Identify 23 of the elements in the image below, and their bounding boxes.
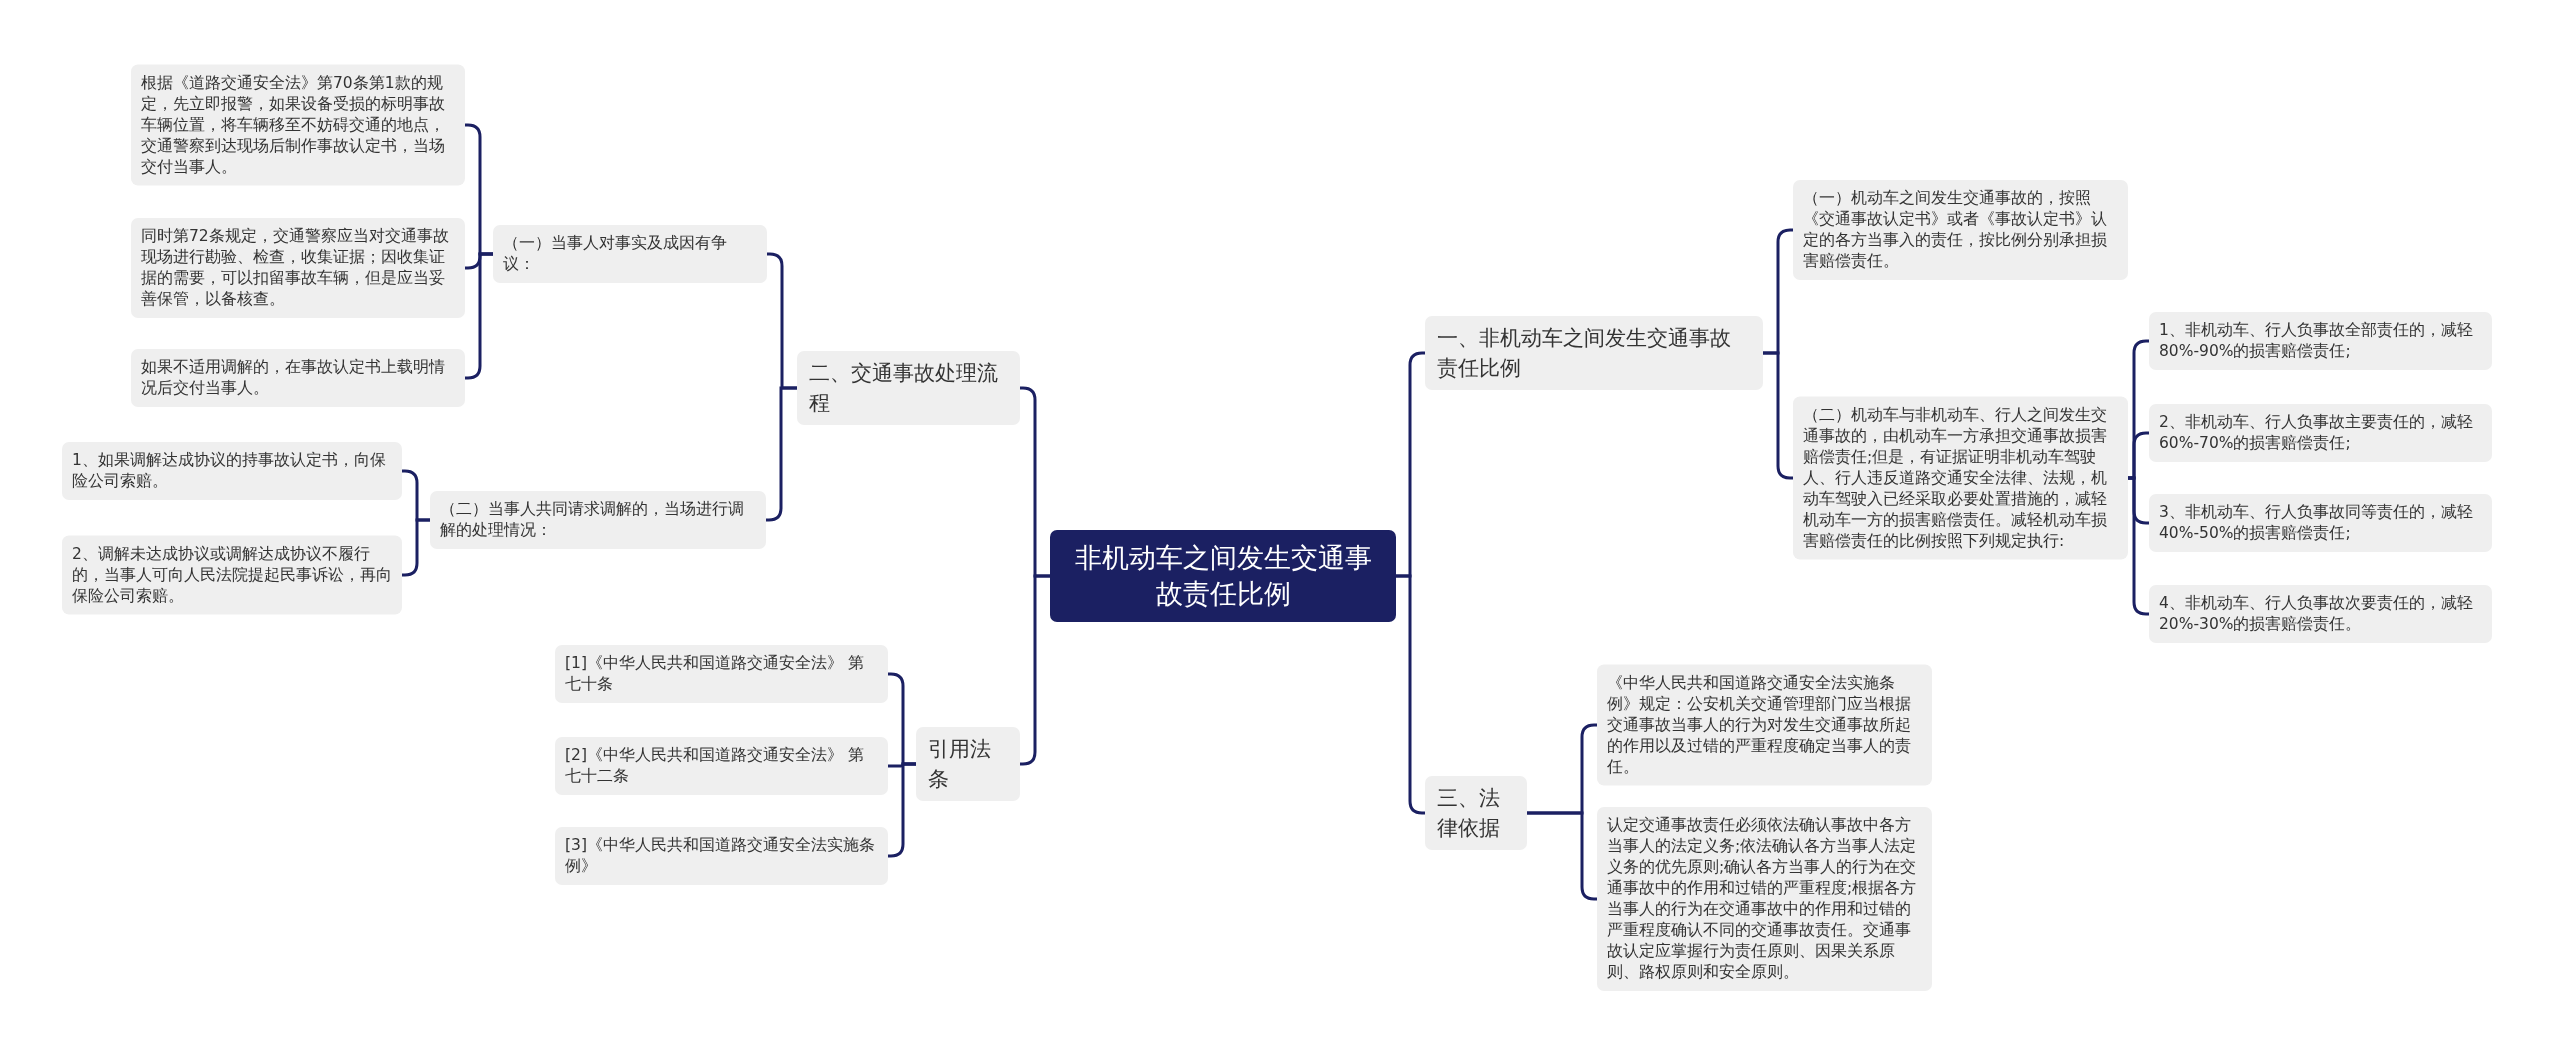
subtopic-box: [3]《中华人民共和国道路交通安全法实施条例》 — [555, 827, 888, 885]
subtopic-box: 1、非机动车、行人负事故全部责任的，减轻80%-90%的损害赔偿责任; — [2149, 312, 2492, 370]
subtopic-box: （一）当事人对事实及成因有争议： — [493, 225, 767, 283]
topic-box: 引用法条 — [916, 727, 1020, 801]
topic-box: 三、法律依据 — [1425, 776, 1527, 850]
topic-box: 二、交通事故处理流程 — [797, 351, 1020, 425]
subtopic-box: （二）机动车与非机动车、行人之间发生交通事故的，由机动车一方承担交通事故损害赔偿责任;但是，有证据证明非机动车驾驶人、行人违反道路交通安全法律、法规，机动车驾驶入已经采取必要处置措施的，减轻机动车一方的损害赔偿责任。减轻机动车损害赔偿责任的比例按照下列规定执行: — [1793, 396, 2128, 560]
subtopic-box: 4、非机动车、行人负事故次要责任的，减轻20%-30%的损害赔偿责任。 — [2149, 585, 2492, 643]
topic-box: 一、非机动车之间发生交通事故责任比例 — [1425, 316, 1763, 390]
central-topic-box: 非机动车之间发生交通事故责任比例 — [1050, 530, 1396, 622]
subtopic-box: （一）机动车之间发生交通事故的，按照《交通事故认定书》或者《事故认定书》认定的各方当事入的责任，按比例分别承担损害赔偿责任。 — [1793, 180, 2128, 280]
subtopic-box: 3、非机动车、行人负事故同等责任的，减轻40%-50%的损害赔偿责任; — [2149, 494, 2492, 552]
subtopic-box: 认定交通事故责任必须依法确认事故中各方当事人的法定义务;依法确认各方当事人法定义务的优先原则;确认各方当事人的行为在交通事故中的作用和过错的严重程度;根据各方当事人的行为在交通事故中的作用和过错的严重程度确认不同的交通事故责任。交通事故认定应掌握行为责任原则、因果关系原则、路权原则和安全原则。 — [1597, 807, 1932, 991]
subtopic-box: [2]《中华人民共和国道路交通安全法》 第七十二条 — [555, 737, 888, 795]
subtopic-box: 1、如果调解达成协议的持事故认定书，向保险公司索赔。 — [62, 442, 402, 500]
subtopic-box: 2、非机动车、行人负事故主要责任的，减轻60%-70%的损害赔偿责任; — [2149, 404, 2492, 462]
subtopic-box: 《中华人民共和国道路交通安全法实施条例》规定：公安机关交通管理部门应当根据交通事故当事人的行为对发生交通事故所起的作用以及过错的严重程度确定当事人的责任。 — [1597, 664, 1932, 786]
subtopic-box: [1]《中华人民共和国道路交通安全法》 第七十条 — [555, 645, 888, 703]
subtopic-box: 如果不适用调解的，在事故认定书上载明情况后交付当事人。 — [131, 349, 465, 407]
subtopic-box: （二）当事人共同请求调解的，当场进行调解的处理情况： — [430, 491, 766, 549]
subtopic-box: 同时第72条规定，交通警察应当对交通事故现场进行勘验、检查，收集证据；因收集证据的需要，可以扣留事故车辆，但是应当妥善保管，以备核查。 — [131, 218, 465, 318]
subtopic-box: 2、调解未达成协议或调解达成协议不履行的，当事人可向人民法院提起民事诉讼，再向保险公司索赔。 — [62, 535, 402, 615]
subtopic-box: 根据《道路交通安全法》第70条第1款的规定，先立即报警，如果设备受损的标明事故车辆位置，将车辆移至不妨碍交通的地点，交通警察到达现场后制作事故认定书，当场交付当事人。 — [131, 64, 465, 186]
